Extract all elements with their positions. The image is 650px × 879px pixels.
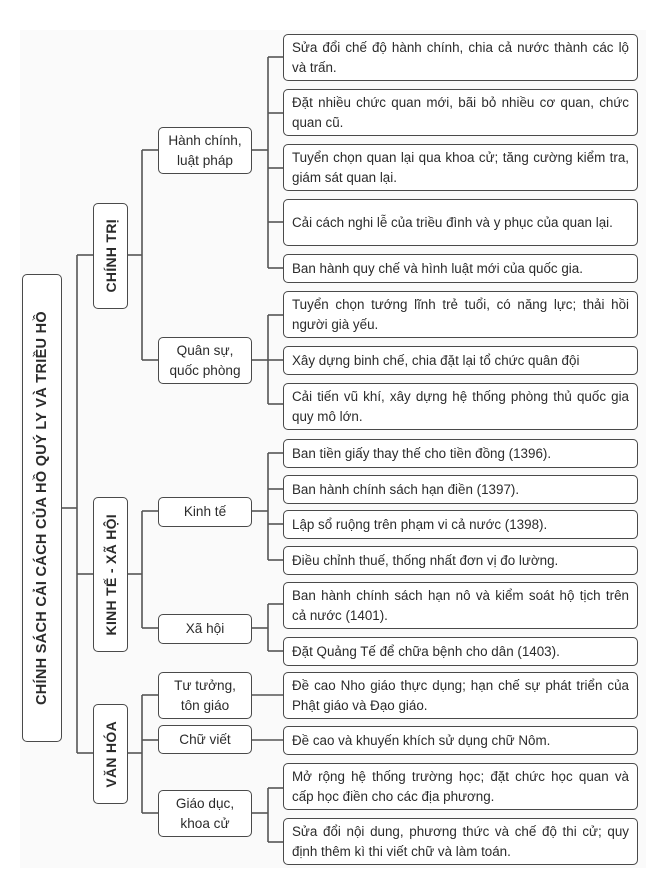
group-kinh-te: Kinh tế [158,497,252,527]
leaf-item: Đề cao và khuyến khích sử dụng chữ Nôm. [283,726,638,755]
leaf-item: Đặt nhiều chức quan mới, bãi bỏ nhiều cơ… [283,89,638,136]
leaf-item: Mở rộng hệ thống trường học; đặt chức họ… [283,763,638,810]
leaf-item: Đề cao Nho giáo thực dụng; hạn chế sự ph… [283,672,638,719]
group-label: Chữ viết [179,731,231,747]
group-label: Giáo dục, khoa cử [175,795,235,831]
group-xa-hoi: Xã hội [158,614,252,644]
leaf-item: Điều chỉnh thuế, thống nhất đơn vị đo lư… [283,546,638,575]
leaf-item: Đặt Quảng Tế để chữa bệnh cho dân (1403)… [283,637,638,666]
category-label: CHÍNH TRỊ [102,219,119,293]
leaf-text: Điều chỉnh thuế, thống nhất đơn vị đo lư… [292,552,559,568]
root-title: CHÍNH SÁCH CẢI CÁCH CỦA HỒ QUÝ LY VÀ TRI… [34,310,50,706]
leaf-item: Sửa đổi nội dung, phương thức và chế độ … [283,818,638,865]
group-giao-duc-khoa-cu: Giáo dục, khoa cử [158,790,252,837]
leaf-text: Cải cách nghi lễ của triều đình và y phụ… [292,214,613,230]
category-label: VĂN HÓA [102,720,119,788]
group-tu-tuong-ton-giao: Tư tưởng, tôn giáo [158,672,252,719]
leaf-item: Cải tiến vũ khí, xây dựng hệ thống phòng… [283,383,638,430]
leaf-item: Ban tiền giấy thay thế cho tiền đồng (13… [283,439,638,468]
leaf-text: Cải tiến vũ khí, xây dựng hệ thống phòng… [292,388,629,424]
group-label: Xã hội [185,621,225,636]
category-chinh-tri: CHÍNH TRỊ [93,203,128,309]
leaf-text: Đặt nhiều chức quan mới, bãi bỏ nhiều cơ… [292,94,629,130]
category-kinh-te-xa-hoi: KINH TẾ - XÃ HỘI [93,497,128,652]
leaf-text: Sửa đổi chế độ hành chính, chia cả nước … [292,39,629,75]
leaf-text: Ban hành quy chế và hình luật mới của qu… [292,260,583,276]
leaf-item: Xây dựng binh chế, chia đặt lại tổ chức … [283,346,638,375]
leaf-text: Đề cao và khuyến khích sử dụng chữ Nôm. [292,732,551,748]
group-label: Kinh tế [183,504,227,519]
leaf-text: Ban hành chính sách hạn điền (1397). [292,481,520,497]
category-van-hoa: VĂN HÓA [93,704,128,804]
group-label: Tư tưởng, tôn giáo [174,677,236,713]
group-label: Hành chính, luật pháp [168,132,242,168]
leaf-item: Cải cách nghi lễ của triều đình và y phụ… [283,199,638,246]
leaf-text: Đặt Quảng Tế để chữa bệnh cho dân (1403)… [292,643,560,659]
group-hanh-chinh-luat-phap: Hành chính, luật pháp [158,127,252,174]
leaf-item: Tuyển chọn quan lại qua khoa cử; tăng cư… [283,144,638,191]
leaf-item: Ban hành quy chế và hình luật mới của qu… [283,254,638,283]
leaf-text: Ban tiền giấy thay thế cho tiền đồng (13… [292,445,552,461]
leaf-text: Xây dựng binh chế, chia đặt lại tổ chức … [292,352,580,368]
leaf-item: Lập sổ ruộng trên phạm vi cả nước (1398)… [283,510,638,539]
group-chu-viet: Chữ viết [158,725,252,754]
leaf-text: Mở rộng hệ thống trường học; đặt chức họ… [292,768,629,804]
leaf-text: Lập sổ ruộng trên phạm vi cả nước (1398)… [292,516,548,532]
leaf-item: Ban hành chính sách hạn nô và kiểm soát … [283,582,638,629]
leaf-item: Sửa đổi chế độ hành chính, chia cả nước … [283,34,638,81]
leaf-item: Tuyển chọn tướng lĩnh trẻ tuổi, có năng … [283,291,638,338]
leaf-text: Ban hành chính sách hạn nô và kiểm soát … [292,587,629,623]
leaf-text: Tuyển chọn tướng lĩnh trẻ tuổi, có năng … [292,296,629,332]
group-quan-su-quoc-phong: Quân sự, quốc phòng [158,337,252,384]
leaf-text: Tuyển chọn quan lại qua khoa cử; tăng cư… [292,149,629,185]
leaf-item: Ban hành chính sách hạn điền (1397). [283,475,638,504]
group-label: Quân sự, quốc phòng [169,342,241,378]
leaf-text: Sửa đổi nội dung, phương thức và chế độ … [292,823,629,859]
leaf-text: Đề cao Nho giáo thực dụng; hạn chế sự ph… [292,677,629,713]
root-title-box: CHÍNH SÁCH CẢI CÁCH CỦA HỒ QUÝ LY VÀ TRI… [22,274,62,742]
category-label: KINH TẾ - XÃ HỘI [102,513,119,636]
